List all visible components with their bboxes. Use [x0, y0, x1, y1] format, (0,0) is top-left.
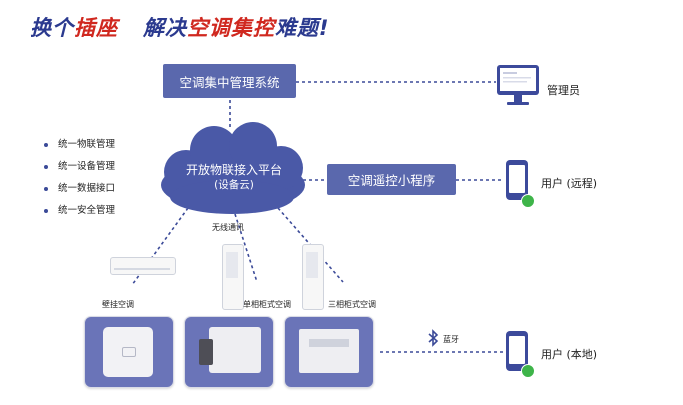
feature-item: 统一物联管理	[43, 138, 115, 160]
feature-list: 统一物联管理 统一设备管理 统一数据接口 统一安全管理	[43, 138, 115, 226]
wechat-icon	[521, 194, 535, 208]
din-module-body	[299, 329, 359, 373]
platform-subtitle: (设备云)	[214, 179, 254, 191]
title-part-5: 难题!	[274, 16, 330, 40]
mini-program-box: 空调遥控小程序	[327, 164, 456, 195]
feature-item: 统一数据接口	[43, 182, 115, 204]
title-part-1: 换个	[30, 16, 74, 40]
din-module-card	[284, 316, 374, 388]
wall-socket-card	[84, 316, 174, 388]
mini-program-label: 空调遥控小程序	[347, 173, 436, 188]
smartphone-icon	[506, 160, 528, 200]
single-ac-label: 单相柜式空调	[243, 300, 291, 309]
socket-holes-icon	[122, 347, 136, 357]
central-system-box: 空调集中管理系统	[163, 64, 296, 98]
din-module-display	[309, 339, 349, 347]
central-system-label: 空调集中管理系统	[179, 74, 280, 90]
single-ac-panel	[226, 252, 238, 278]
platform-title: 开放物联接入平台	[185, 163, 282, 177]
monitor-icon	[497, 65, 539, 105]
admin-label: 管理员	[547, 84, 580, 97]
bluetooth-label: 蓝牙	[443, 335, 459, 344]
wall-ac-image	[110, 257, 176, 275]
plug-icon	[199, 339, 213, 365]
page-title: 换个插座 解决空调集控难题!	[30, 12, 330, 42]
wall-ac-label: 壁挂空调	[102, 300, 134, 309]
wireless-label: 无线通讯	[212, 223, 244, 232]
plug-socket-card	[184, 316, 274, 388]
plug-socket-body	[209, 327, 261, 373]
three-ac-panel	[306, 252, 318, 278]
feature-item: 统一设备管理	[43, 160, 115, 182]
three-ac-label: 三相柜式空调	[328, 300, 376, 309]
smartphone-icon	[506, 331, 528, 371]
title-part-2: 插座	[74, 16, 118, 40]
bluetooth-icon	[428, 329, 439, 347]
title-part-3: 解决	[142, 16, 187, 40]
local-user-label: 用户 (本地)	[541, 348, 598, 361]
wall-socket-faceplate	[103, 327, 153, 377]
wall-ac-vent	[114, 268, 170, 270]
feature-item: 统一安全管理	[43, 204, 115, 226]
title-part-4: 空调集控	[186, 16, 275, 40]
platform-label: 开放物联接入平台 (设备云)	[170, 163, 298, 193]
remote-user-label: 用户 (远程)	[541, 177, 598, 190]
wechat-icon	[521, 364, 535, 378]
